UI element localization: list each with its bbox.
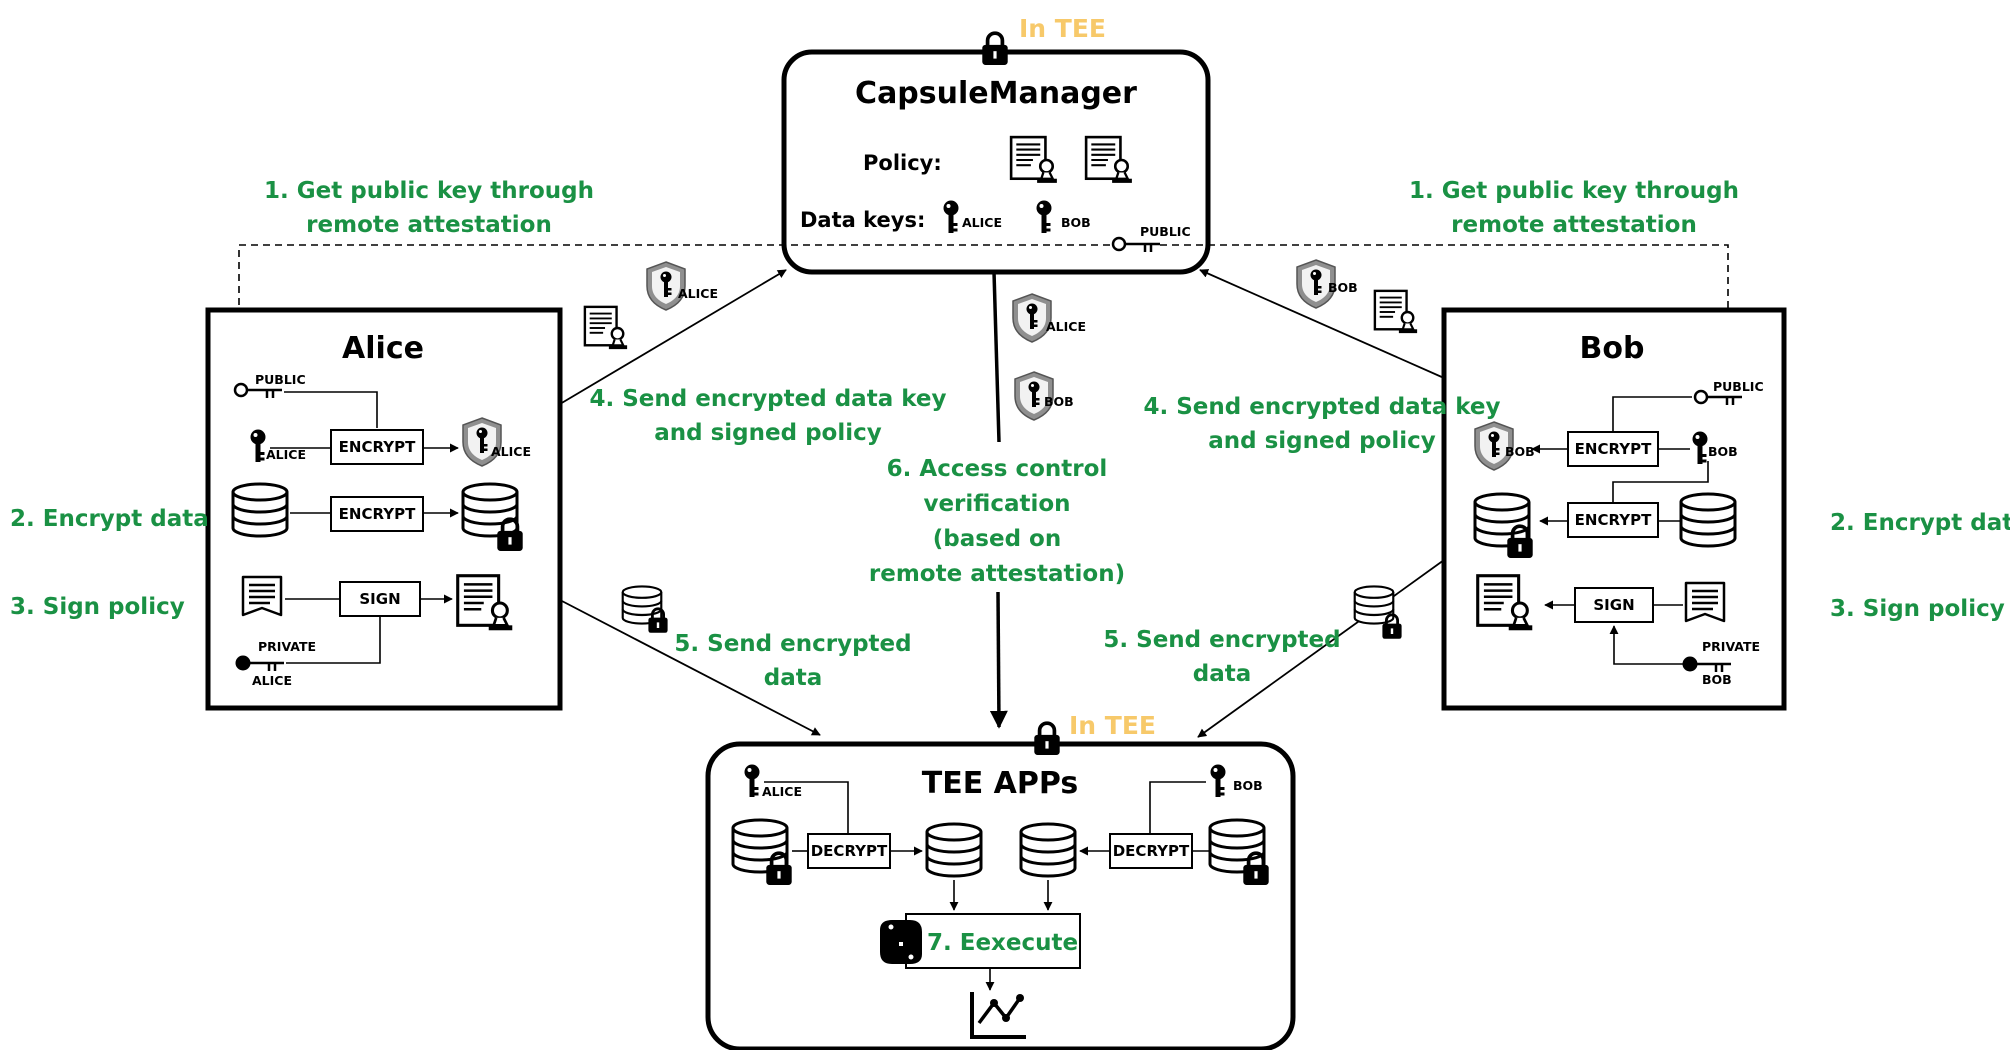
database-icon	[231, 482, 289, 538]
flow-icons: ALICE ALICE BOB BOB	[583, 259, 1419, 640]
public-key-label: PUBLIC	[255, 372, 306, 387]
step-sign-policy-left: 3. Sign policy	[10, 594, 185, 620]
tee-apps-box: In TEE TEE APPs ALICE DECRYPT BOB DECRYP…	[705, 711, 1296, 1050]
shield-key-icon	[1012, 293, 1052, 343]
database-icon	[1679, 492, 1737, 548]
step-access-control: 6. Access control	[887, 456, 1108, 482]
bob-box: Bob PUBLIC BOB ENCRYPT BOB ENCRYPT SIGN …	[1441, 307, 1787, 711]
private-owner-label: ALICE	[252, 673, 292, 688]
step-send-key-left-line2: and signed policy	[654, 420, 882, 446]
tee-label: In TEE	[1069, 711, 1156, 740]
step-encrypt-data-left: 2. Encrypt data	[10, 506, 209, 532]
document-icon	[1684, 581, 1726, 623]
shield-bob-label: BOB	[1505, 444, 1535, 459]
public-key-label: PUBLIC	[1713, 379, 1764, 394]
alice-box: Alice PUBLIC ALICE ENCRYPT ALICE ENCRYPT…	[205, 307, 563, 711]
key-bob-label: BOB	[1708, 444, 1738, 459]
key-bob-label: BOB	[1233, 778, 1263, 793]
shield-alice-label: ALICE	[491, 444, 531, 459]
execute-label: 7. Eexecute	[927, 930, 1078, 956]
bob-title: Bob	[1580, 331, 1645, 366]
step-send-data-right: 5. Send encrypted	[1103, 627, 1340, 653]
encrypt-key-label: ENCRYPT	[339, 438, 416, 456]
decrypt-right-label: DECRYPT	[1113, 842, 1190, 860]
flow-arrows	[559, 269, 1445, 738]
private-key-label: PRIVATE	[1702, 639, 1760, 654]
decrypt-box	[1109, 833, 1193, 869]
execute-box	[905, 913, 1081, 969]
alice-title: Alice	[342, 331, 424, 366]
step-labels: 1. Get public key through remote attesta…	[10, 178, 2010, 691]
database-icon	[925, 822, 983, 878]
lock-icon	[980, 31, 1010, 66]
shield-bob-label: BOB	[1044, 394, 1074, 409]
encrypted-database-icon	[1208, 818, 1266, 874]
step-sign-policy-right: 3. Sign policy	[1830, 596, 2005, 622]
signed-document-icon	[1373, 289, 1419, 335]
key-alice-label: ALICE	[266, 447, 306, 462]
private-owner-label: BOB	[1702, 672, 1732, 687]
encrypted-database-icon	[731, 818, 789, 874]
document-icon	[241, 575, 283, 617]
step-send-data-right-line2: data	[1193, 661, 1252, 687]
step-access-control-line2: verification	[923, 491, 1070, 517]
step-get-public-key-left: 1. Get public key through	[264, 178, 594, 204]
policy-label: Policy:	[863, 151, 942, 175]
decrypt-box	[807, 833, 891, 869]
encrypt-key-box	[1567, 431, 1659, 467]
step-send-key-right-line2: and signed policy	[1208, 428, 1436, 454]
step-send-key-right: 4. Send encrypted data key	[1143, 394, 1500, 420]
tee-label: In TEE	[1019, 14, 1106, 43]
key-alice-label: ALICE	[762, 784, 802, 799]
sign-label: SIGN	[1593, 596, 1634, 614]
shield-alice-label: ALICE	[678, 286, 718, 301]
step-encrypt-data-right: 2. Encrypt data	[1830, 510, 2010, 536]
step-access-control-line4: remote attestation)	[869, 561, 1125, 587]
step-send-data-left: 5. Send encrypted	[674, 631, 911, 657]
step-send-key-left: 4. Send encrypted data key	[589, 386, 946, 412]
public-key-label: PUBLIC	[1140, 224, 1191, 239]
decrypt-left-label: DECRYPT	[811, 842, 888, 860]
key-bob-label: BOB	[1061, 215, 1091, 230]
line-chart-icon	[970, 992, 1026, 1039]
encrypt-data-box	[330, 496, 424, 532]
step-get-public-key-right-line2: remote attestation	[1451, 212, 1697, 238]
step-get-public-key-right: 1. Get public key through	[1409, 178, 1739, 204]
shield-alice-label: ALICE	[1046, 319, 1086, 334]
data-keys-label: Data keys:	[800, 208, 925, 232]
encrypt-data-box	[1567, 502, 1659, 538]
signed-document-icon	[583, 305, 629, 351]
python-icon	[880, 920, 922, 964]
lock-icon	[1032, 721, 1062, 756]
capsule-manager-box: In TEE CapsuleManager Policy: Data keys:…	[781, 14, 1211, 275]
encrypt-key-box	[330, 429, 424, 465]
encrypt-key-label: ENCRYPT	[1575, 440, 1652, 458]
encrypted-database-icon	[461, 482, 519, 538]
step-get-public-key-left-line2: remote attestation	[306, 212, 552, 238]
shield-bob-label: BOB	[1328, 280, 1358, 295]
tee-apps-title: TEE APPs	[922, 766, 1078, 801]
key-alice-label: ALICE	[962, 215, 1002, 230]
sign-label: SIGN	[359, 590, 400, 608]
step-send-data-left-line2: data	[764, 665, 823, 691]
encrypt-data-label: ENCRYPT	[1575, 511, 1652, 529]
database-icon	[1019, 822, 1077, 878]
step-access-control-line3: (based on	[933, 526, 1061, 552]
private-key-label: PRIVATE	[258, 639, 316, 654]
encrypt-data-label: ENCRYPT	[339, 505, 416, 523]
capsule-manager-title: CapsuleManager	[855, 76, 1137, 111]
